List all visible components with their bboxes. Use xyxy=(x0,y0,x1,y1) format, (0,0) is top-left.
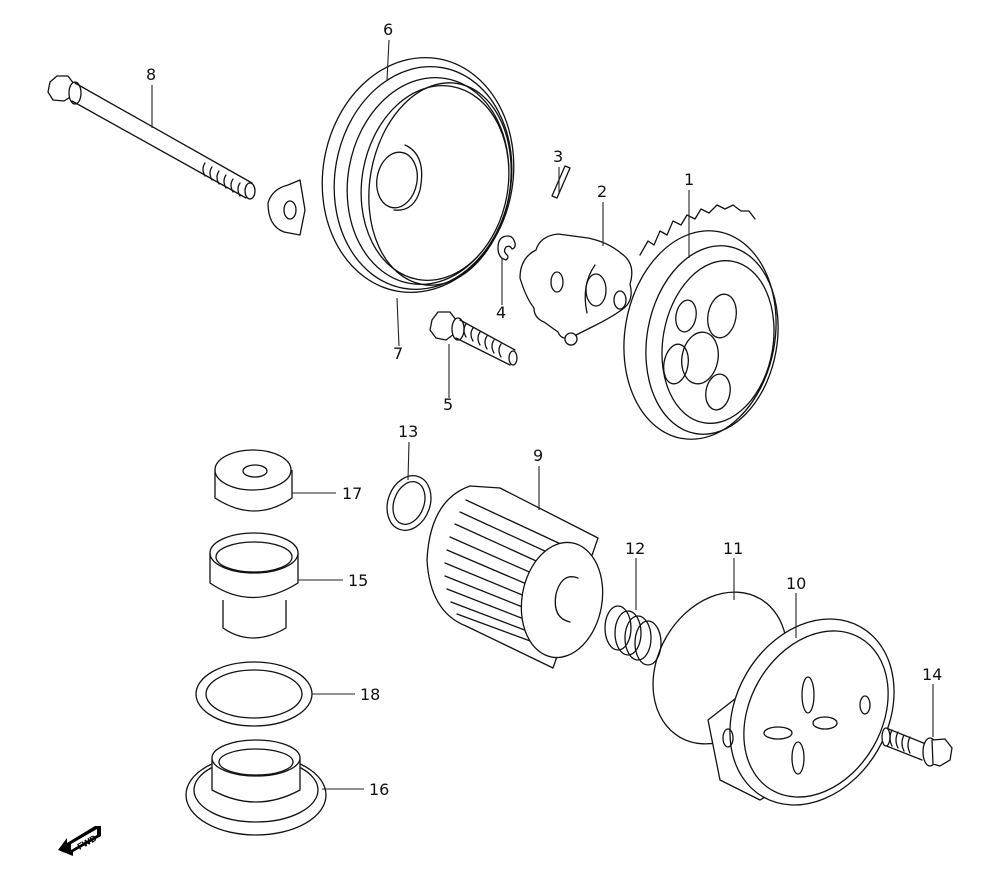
part-6-cover[interactable] xyxy=(267,42,532,307)
leader-lines xyxy=(151,39,934,790)
callout-3: 3 xyxy=(553,147,564,166)
callout-5: 5 xyxy=(443,395,454,414)
part-7-o-ring[interactable] xyxy=(353,71,526,296)
part-1-gear[interactable] xyxy=(608,204,793,451)
part-8-long-bolt[interactable] xyxy=(47,75,256,200)
callout-17: 17 xyxy=(342,484,363,503)
part-2-oil-pump[interactable] xyxy=(519,233,633,346)
part-4-e-clip[interactable] xyxy=(497,235,516,261)
callout-7: 7 xyxy=(393,344,404,363)
part-18-gasket[interactable] xyxy=(195,661,313,727)
part-5-bolt[interactable] xyxy=(429,311,518,366)
callout-12: 12 xyxy=(625,539,646,558)
callout-8: 8 xyxy=(146,65,157,84)
callout-13: 13 xyxy=(398,422,419,441)
callout-1: 1 xyxy=(684,170,695,189)
part-14-bolt[interactable] xyxy=(881,727,953,767)
callout-9: 9 xyxy=(533,446,544,465)
part-10-filter-cap[interactable] xyxy=(697,589,927,835)
callout-6: 6 xyxy=(383,20,394,39)
callout-18: 18 xyxy=(360,685,381,704)
callout-2: 2 xyxy=(597,182,608,201)
part-15-strainer-sleeve[interactable] xyxy=(209,532,299,639)
part-12-spring[interactable] xyxy=(604,605,662,666)
callout-11: 11 xyxy=(723,539,744,558)
fwd-arrow-icon: FWD xyxy=(58,826,101,856)
part-9-oil-filter[interactable] xyxy=(426,485,611,669)
callout-14: 14 xyxy=(922,665,943,684)
callout-4: 4 xyxy=(496,303,507,322)
part-3-pin[interactable] xyxy=(551,165,571,199)
part-17-cap[interactable] xyxy=(214,449,293,512)
callout-15: 15 xyxy=(348,571,369,590)
part-13-o-ring[interactable] xyxy=(380,470,439,537)
part-16-plug-cap[interactable] xyxy=(185,739,327,836)
callout-10: 10 xyxy=(786,574,807,593)
callout-16: 16 xyxy=(369,780,390,799)
fwd-direction-indicator: FWD xyxy=(55,818,105,858)
